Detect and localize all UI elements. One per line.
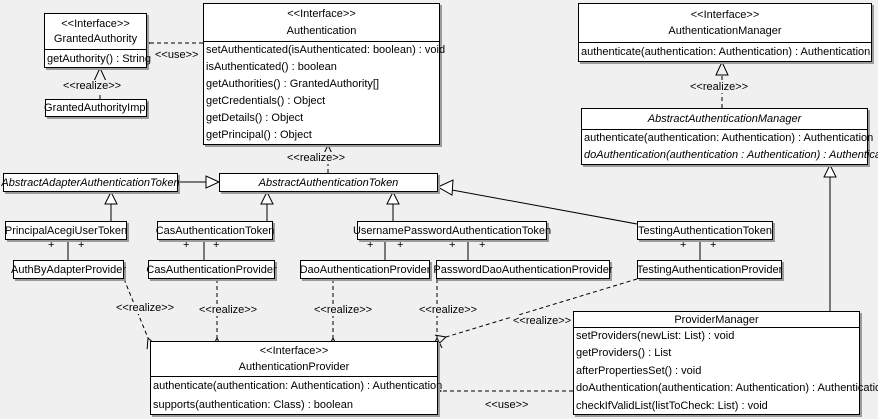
- association-plus: +: [213, 239, 220, 251]
- association-plus: +: [183, 239, 190, 251]
- class-authentication-provider[interactable]: <<Interface>> AuthenticationProvider aut…: [150, 341, 443, 415]
- association-plus: +: [397, 239, 404, 251]
- class-name: PasswordDaoAuthenticationProvider: [433, 263, 613, 276]
- class-username-password-authentication-token[interactable]: UsernamePasswordAuthenticationToken: [353, 221, 551, 240]
- stereotype-label: <<Interface>>: [287, 8, 356, 21]
- generalization-triangle-abstractadaptertoken-bottom: [104, 190, 118, 205]
- use-label-top: <<use>>: [154, 49, 200, 61]
- generalization-triangle-abstracttoken-right: [436, 179, 454, 196]
- realize-arrow-testingauthenticationprovider: [446, 278, 638, 337]
- class-abstract-adapter-authentication-token[interactable]: AbstractAdapterAuthenticationToken: [1, 173, 180, 192]
- realize-label-grantedauthority: <<realize>>: [62, 80, 123, 92]
- association-plus: +: [449, 239, 456, 251]
- realize-label-daoprovider: <<realize>>: [313, 304, 374, 316]
- association-plus: +: [367, 239, 374, 251]
- class-name: AuthenticationManager: [668, 25, 782, 38]
- realize-label-authbyadapter: <<realize>>: [115, 302, 176, 314]
- class-name: Authentication: [286, 24, 357, 37]
- class-testing-authentication-token[interactable]: TestingAuthenticationToken: [637, 221, 773, 240]
- method-label: supports(authentication: Class) : boolea…: [153, 399, 353, 411]
- class-principal-acegi-user-token[interactable]: PrincipalAcegiUserToken: [5, 221, 127, 240]
- stereotype-label: <<Interface>>: [690, 8, 760, 21]
- generalization-triangle-abstracttoken-bottom-left: [260, 190, 274, 205]
- class-name: AbstractAuthenticationToken: [258, 176, 399, 189]
- class-cas-authentication-provider[interactable]: CasAuthenticationProvider: [146, 260, 277, 279]
- realize-label-casprovider: <<realize>>: [198, 304, 259, 316]
- class-auth-by-adapter-provider[interactable]: AuthByAdapterProvider: [11, 260, 126, 279]
- realize-label-passworddaoprovider: <<realize>>: [418, 304, 479, 316]
- realize-label-authenticationmanager: <<realize>>: [689, 81, 750, 93]
- association-plus: +: [479, 239, 486, 251]
- association-plus: +: [78, 239, 85, 251]
- class-name: AbstractAuthenticationManager: [647, 113, 802, 125]
- association-plus: +: [48, 239, 55, 251]
- method-label: setAuthenticated(isAuthenticated: boolea…: [206, 44, 446, 56]
- generalization-triangle-abstractauthenticationmanager-bottom: [823, 163, 837, 178]
- method-label: setProviders(newList: List) : void: [576, 330, 735, 342]
- method-label: getCredentials() : Object: [206, 95, 326, 107]
- association-plus: +: [710, 239, 717, 251]
- class-name: PrincipalAcegiUserToken: [4, 224, 128, 237]
- class-name: TestingAuthenticationProvider: [636, 263, 783, 276]
- association-plus: +: [680, 239, 687, 251]
- method-label: authenticate(authentication: Authenticat…: [581, 46, 871, 58]
- class-dao-authentication-provider[interactable]: DaoAuthenticationProvider: [300, 260, 430, 279]
- method-label: getAuthorities() : GrantedAuthority[]: [206, 78, 380, 90]
- method-label: authenticate(authentication: Authenticat…: [584, 132, 874, 144]
- method-label: getDetails() : Object: [206, 112, 304, 124]
- method-label: afterPropertiesSet() : void: [576, 364, 702, 377]
- class-granted-authority-impl[interactable]: GrantedAuthorityImpl: [44, 99, 148, 117]
- method-label: getAuthority() : String: [47, 53, 151, 65]
- class-name: AuthByAdapterProvider: [11, 263, 126, 276]
- class-name: DaoAuthenticationProvider: [299, 263, 431, 276]
- class-abstract-authentication-manager[interactable]: AbstractAuthenticationManager authentica…: [581, 108, 878, 165]
- method-label: checkIfValidList(listToCheck: List) : vo…: [576, 399, 768, 412]
- class-name: ProviderManager: [674, 313, 759, 326]
- method-label: authenticate(authentication: Authenticat…: [153, 380, 443, 392]
- class-cas-authentication-token[interactable]: CasAuthenticationToken: [155, 221, 275, 240]
- generalization-line-testingauthenticationtoken: [451, 189, 638, 225]
- class-name: UsernamePasswordAuthenticationToken: [352, 224, 552, 237]
- class-name: GrantedAuthority: [53, 33, 138, 46]
- method-label: getPrincipal() : Object: [206, 129, 312, 141]
- class-name: AuthenticationProvider: [238, 360, 350, 373]
- method-label: doAuthentication(authentication: Authent…: [576, 382, 878, 395]
- method-label: isAuthenticated() : boolean: [206, 61, 337, 73]
- generalization-triangle-abstractauthenticationtoken-left: [205, 175, 221, 189]
- stereotype-label: <<Interface>>: [61, 17, 130, 30]
- class-provider-manager[interactable]: ProviderManager setProviders(newList: Li…: [573, 311, 878, 415]
- stereotype-label: <<Interface>>: [259, 345, 329, 358]
- class-testing-authentication-provider[interactable]: TestingAuthenticationProvider: [637, 260, 782, 279]
- realize-label-authentication: <<realize>>: [286, 152, 347, 164]
- class-name: CasAuthenticationProvider: [146, 263, 277, 276]
- realize-label-testingprovider: <<realize>>: [512, 315, 573, 327]
- realize-triangle-authenticationmanager: [715, 60, 729, 76]
- method-label: getProviders() : List: [576, 347, 672, 360]
- class-abstract-authentication-token[interactable]: AbstractAuthenticationToken: [219, 173, 438, 192]
- class-name: GrantedAuthorityImpl: [44, 102, 148, 114]
- use-label-bottom: <<use>>: [484, 399, 530, 411]
- class-password-dao-authentication-provider[interactable]: PasswordDaoAuthenticationProvider: [433, 260, 613, 279]
- method-label: doAuthentication(authentication : Authen…: [584, 149, 878, 161]
- class-granted-authority[interactable]: <<Interface>> GrantedAuthority getAuthor…: [44, 13, 151, 68]
- class-name: CasAuthenticationToken: [155, 224, 275, 237]
- class-name: TestingAuthenticationToken: [638, 224, 772, 237]
- class-authentication-manager[interactable]: <<Interface>> AuthenticationManager auth…: [578, 3, 872, 62]
- generalization-triangle-abstracttoken-bottom-right: [386, 190, 400, 205]
- class-name: AbstractAdapterAuthenticationToken: [1, 176, 180, 189]
- class-authentication[interactable]: <<Interface>> Authentication setAuthenti…: [203, 3, 446, 145]
